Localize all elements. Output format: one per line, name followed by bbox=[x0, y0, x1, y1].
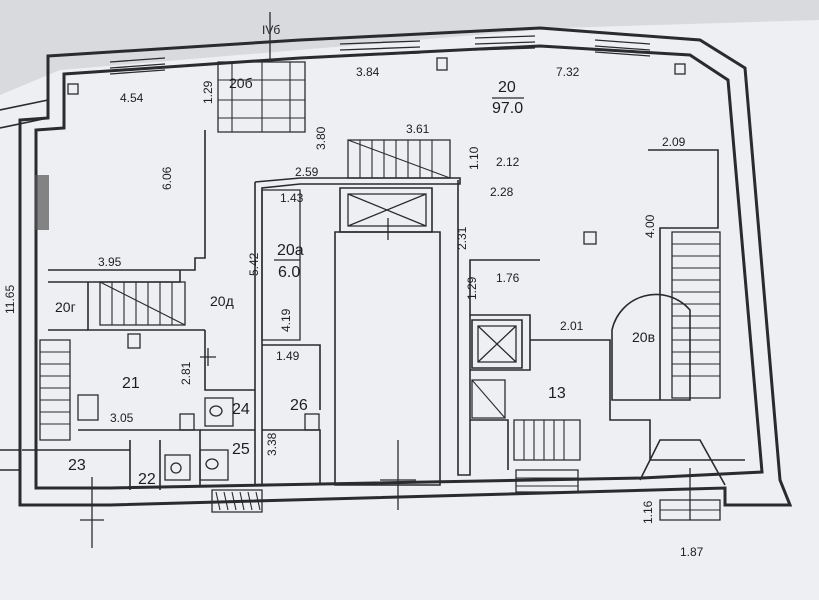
interior-walls bbox=[22, 130, 745, 490]
stairs bbox=[39, 61, 721, 521]
dim-2-28: 2.28 bbox=[490, 185, 514, 199]
room-20v-label: 20в bbox=[632, 329, 655, 345]
dim-5-42: 5.42 bbox=[247, 252, 261, 276]
dim-1-29-lower: 1.29 bbox=[465, 276, 479, 300]
room-26-label: 26 bbox=[290, 397, 308, 414]
fixtures bbox=[77, 333, 320, 481]
room-20a-area: 6.0 bbox=[278, 264, 300, 281]
dim-1-10: 1.10 bbox=[467, 146, 481, 170]
dim-1-76: 1.76 bbox=[496, 271, 520, 285]
dim-2-59: 2.59 bbox=[295, 165, 319, 179]
paper-sheet bbox=[0, 20, 819, 600]
door-marks bbox=[80, 12, 691, 548]
dim-2-81: 2.81 bbox=[179, 361, 193, 385]
dim-4-54: 4.54 bbox=[120, 91, 144, 105]
room-20-label: 20 bbox=[498, 79, 516, 96]
dim-3-80: 3.80 bbox=[314, 126, 328, 150]
dim-1-43: 1.43 bbox=[280, 191, 304, 205]
room-20b-label: 20б bbox=[229, 75, 253, 91]
room-25-label: 25 bbox=[232, 441, 250, 458]
dim-3-05: 3.05 bbox=[110, 411, 134, 425]
room-22-label: 22 bbox=[138, 471, 156, 488]
room-21-label: 21 bbox=[122, 375, 140, 392]
dim-4-00: 4.00 bbox=[643, 214, 657, 238]
dim-4-19: 4.19 bbox=[279, 308, 293, 332]
dim-7-32: 7.32 bbox=[556, 65, 580, 79]
dim-1-29-top: 1.29 bbox=[201, 80, 215, 104]
room-20d-label: 20д bbox=[210, 293, 234, 309]
dim-6-06: 6.06 bbox=[160, 166, 174, 190]
dim-2-31: 2.31 bbox=[455, 226, 469, 250]
dim-11-65: 11.65 bbox=[3, 285, 17, 314]
room-20g-label: 20г bbox=[55, 299, 76, 315]
dim-3-61: 3.61 bbox=[406, 122, 430, 136]
room-20a-label: 20а bbox=[277, 242, 304, 259]
dim-1-49: 1.49 bbox=[276, 349, 300, 363]
dim-1-87: 1.87 bbox=[680, 545, 704, 559]
room-13-label: 13 bbox=[548, 385, 566, 402]
room-24-label: 24 bbox=[232, 401, 250, 418]
section-mark: IVб bbox=[262, 23, 280, 37]
dim-3-84: 3.84 bbox=[356, 65, 380, 79]
dim-3-38: 3.38 bbox=[265, 432, 279, 456]
shafts bbox=[67, 57, 686, 369]
room-20-area: 97.0 bbox=[492, 100, 523, 117]
dim-2-09: 2.09 bbox=[662, 135, 686, 149]
dim-1-16: 1.16 bbox=[641, 500, 655, 524]
windows bbox=[35, 35, 651, 513]
dim-3-95: 3.95 bbox=[98, 255, 122, 269]
room-23-label: 23 bbox=[68, 457, 86, 474]
dim-2-01: 2.01 bbox=[560, 319, 584, 333]
dim-2-12: 2.12 bbox=[496, 155, 520, 169]
outer-walls bbox=[0, 26, 793, 507]
